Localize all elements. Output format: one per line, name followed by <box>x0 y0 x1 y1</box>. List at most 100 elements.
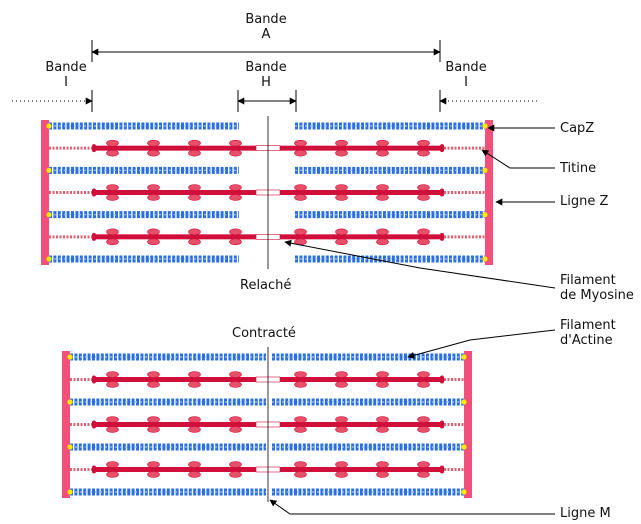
myosin-tip <box>440 188 444 197</box>
myosin-head <box>376 194 389 201</box>
myosin-head <box>294 381 307 388</box>
band-h-label: Bande H <box>240 60 292 90</box>
myosin-tip <box>440 232 444 241</box>
capz-cap <box>482 256 488 262</box>
myosin-head <box>188 416 201 423</box>
contracted-label: Contracté <box>232 326 296 341</box>
myosin-head <box>335 228 348 236</box>
myosin-head <box>229 371 242 378</box>
myosin-tip <box>92 375 96 384</box>
myosin-head <box>294 416 307 423</box>
myosin-head <box>376 184 389 191</box>
myosin-head <box>294 194 307 201</box>
myosin-head <box>417 471 430 478</box>
myosin-head <box>188 149 201 157</box>
myosin-head <box>417 461 430 468</box>
myosin-head <box>376 416 389 423</box>
myosin-head <box>376 471 389 478</box>
myosin-head <box>106 371 119 378</box>
actin-filament-label-line2: d'Actine <box>560 333 613 348</box>
band-i-right-label-line2: I <box>464 75 468 90</box>
capz-cap <box>482 212 488 218</box>
myosin-head <box>294 461 307 468</box>
myosin-head <box>229 416 242 423</box>
m-line-label: Ligne M <box>560 506 611 521</box>
myosin-head <box>147 371 160 378</box>
myosin-head <box>417 149 430 157</box>
capz-cap <box>67 354 73 360</box>
z-disc <box>485 120 493 265</box>
myosin-head <box>229 471 242 478</box>
band-i-right-label-line1: Bande <box>445 60 487 75</box>
myosin-head <box>229 184 242 191</box>
myosin-tip <box>92 144 96 153</box>
band-dimension-lines <box>12 40 540 112</box>
capz-cap <box>482 167 488 173</box>
capz-cap <box>46 123 52 129</box>
z-disc <box>41 120 49 265</box>
myosin-head <box>294 139 307 147</box>
myosin-head <box>376 426 389 433</box>
myosin-head <box>106 471 119 478</box>
titin-label: Titine <box>560 161 597 176</box>
myosin-tip <box>92 188 96 197</box>
myosin-head <box>229 139 242 147</box>
capz-cap <box>461 354 467 360</box>
myosin-head <box>417 184 430 191</box>
myosin-head <box>147 426 160 433</box>
contracted-sarcomere <box>62 347 472 502</box>
myosin-head <box>417 426 430 433</box>
capz-cap <box>46 212 52 218</box>
band-a-label: Bande A <box>240 12 292 42</box>
myosin-head <box>188 184 201 191</box>
band-h-label-line2: H <box>261 75 271 90</box>
myosin-head <box>335 426 348 433</box>
myosin-head <box>417 194 430 201</box>
myosin-head <box>376 381 389 388</box>
myosin-head <box>294 149 307 157</box>
myosin-head <box>294 371 307 378</box>
myosin-head <box>229 461 242 468</box>
myosin-head <box>335 416 348 423</box>
myosin-head <box>188 461 201 468</box>
myosin-head <box>335 149 348 157</box>
myosin-head <box>229 228 242 236</box>
myosin-head <box>294 426 307 433</box>
band-i-left-label-line1: Bande <box>45 60 87 75</box>
myosin-head <box>147 416 160 423</box>
myosin-head <box>335 471 348 478</box>
capz-cap <box>46 167 52 173</box>
myosin-head <box>335 238 348 246</box>
myosin-head <box>147 184 160 191</box>
band-i-left-label: Bande I <box>40 60 92 90</box>
band-i-right-label: Bande I <box>440 60 492 90</box>
actin-filament-label: Filament d'Actine <box>560 318 616 348</box>
myosin-head <box>294 471 307 478</box>
myosin-head <box>294 228 307 236</box>
myosin-head <box>376 371 389 378</box>
myosin-tip <box>92 465 96 474</box>
titin-leader <box>481 149 555 169</box>
band-a-label-line2: A <box>261 27 271 42</box>
z-line-label: Ligne Z <box>560 194 609 209</box>
myosin-head <box>188 238 201 246</box>
myosin-head <box>106 149 119 157</box>
myosin-head <box>147 228 160 236</box>
capz-cap <box>67 444 73 450</box>
myosin-head <box>188 371 201 378</box>
myosin-head <box>335 371 348 378</box>
capz-cap <box>461 444 467 450</box>
myosin-head <box>376 149 389 157</box>
myosin-head <box>376 238 389 246</box>
myosin-head <box>417 416 430 423</box>
myosin-head <box>417 139 430 147</box>
z-disc <box>62 351 70 498</box>
actin-leader <box>407 329 556 359</box>
band-i-left-label-line2: I <box>64 75 68 90</box>
myosin-tip <box>440 375 444 384</box>
myosin-head <box>106 416 119 423</box>
myosin-head <box>106 228 119 236</box>
myosin-head <box>335 381 348 388</box>
myosin-filament-label-line1: Filament <box>560 273 616 288</box>
actin-filament-label-line1: Filament <box>560 318 616 333</box>
